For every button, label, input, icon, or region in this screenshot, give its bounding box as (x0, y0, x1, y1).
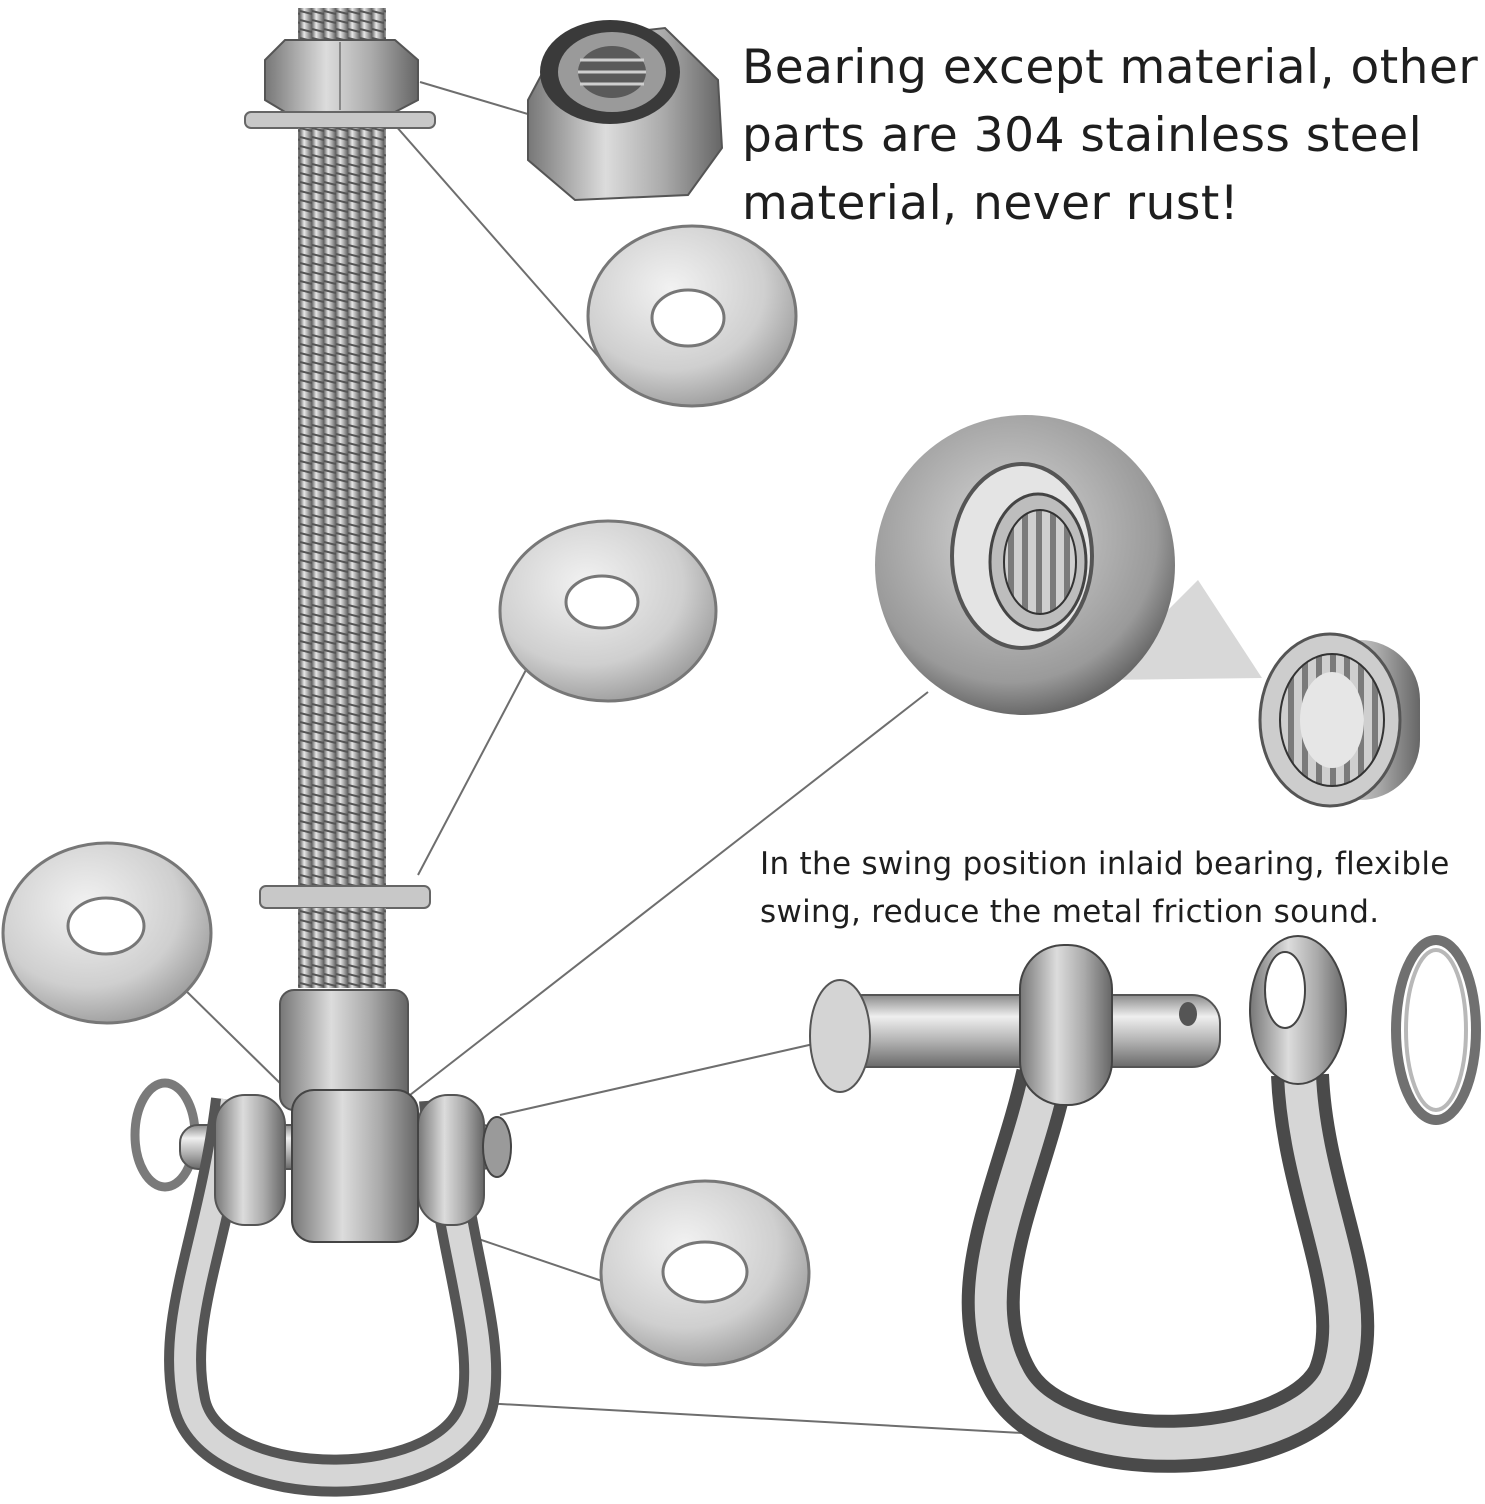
swivel-shackle-assembly (130, 989, 512, 1497)
material-caption: Bearing except material, other parts are… (742, 34, 1482, 238)
leader-bearing (409, 691, 929, 1096)
shackle-parts (809, 935, 1481, 1473)
leader-nut (419, 81, 549, 121)
leader-washer-top (394, 124, 613, 373)
washer-mounted-top (244, 111, 436, 129)
washer-top (586, 224, 798, 408)
washer-mounted-mid (259, 885, 431, 909)
lock-nut (527, 20, 724, 202)
bearing-closeup (875, 415, 1262, 715)
swivel-barrel (291, 1089, 419, 1243)
washer-bottom (599, 1179, 811, 1367)
shackle-eye-left-loose (1019, 944, 1113, 1106)
washer-left (1, 841, 213, 1025)
bearing-caption-line-2: swing, reduce the metal friction sound. (760, 894, 1380, 930)
hex-nut-mounted (264, 39, 419, 113)
bearing-caption: In the swing position inlaid bearing, fl… (760, 840, 1480, 936)
threaded-rod-assembly (244, 8, 436, 988)
leader-washer-left (177, 982, 286, 1089)
washer-mid (498, 519, 718, 703)
rod-bottom-thread (298, 908, 386, 988)
leader-washer-mid (417, 667, 528, 876)
bearing-caption-line-1: In the swing position inlaid bearing, fl… (760, 846, 1450, 882)
material-caption-line-1: Bearing except material, other (742, 40, 1479, 95)
leader-pin (499, 1037, 841, 1116)
shackle-eye-right (417, 1094, 485, 1226)
threaded-rod (298, 128, 386, 886)
needle-bearing (1258, 632, 1420, 808)
shackle-eye-left (214, 1094, 286, 1226)
material-caption-line-3: material, never rust! (742, 176, 1240, 231)
leader-shackle (482, 1402, 1059, 1436)
split-ring (1391, 935, 1481, 1125)
material-caption-line-2: parts are 304 stainless steel (742, 108, 1423, 163)
